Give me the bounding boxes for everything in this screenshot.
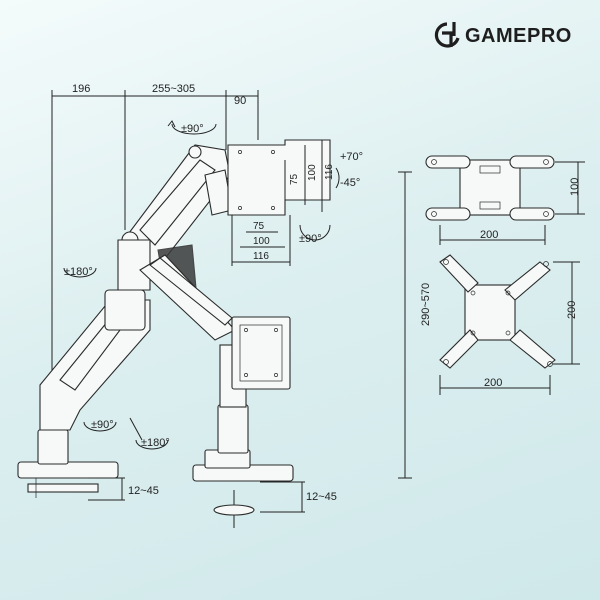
dim-plate-100-vertical: 100 [307, 164, 318, 181]
gamepro-logo-icon [434, 22, 460, 48]
dim-90: 90 [234, 95, 246, 107]
dim-196: 196 [72, 83, 90, 95]
dim-plate-116-horizontal: 116 [253, 251, 269, 262]
rotation-tilt-down: -45° [340, 177, 360, 189]
rotation-plate: ±90° [299, 233, 322, 245]
rotation-top-swivel: ±90° [181, 123, 204, 135]
top-swivel-rotation: ±90° [167, 120, 217, 135]
dim-adapter-1-height: 100 [569, 178, 581, 196]
dim-plate-100-horizontal: 100 [253, 236, 270, 247]
rotation-base-swivel: ±90° [91, 419, 114, 431]
dim-adapter-2-height: 200 [566, 301, 578, 319]
rotation-base-swivel-2: ±180° [141, 437, 170, 449]
vesa-adapter-2: 200 200 [439, 254, 580, 395]
plate-rotation: ±90° [299, 224, 331, 245]
dim-adapter-2-width: 200 [484, 377, 502, 389]
vesa-plate-top: 75 100 116 75 100 116 [227, 139, 335, 266]
dim-plate-75-horizontal: 75 [253, 221, 265, 232]
clamp-dimensions: 12~45 12~45 [88, 477, 337, 513]
dim-clamp-right: 12~45 [306, 491, 337, 503]
vesa-adapter-1: 200 100 [425, 155, 585, 245]
dim-plate-75-vertical: 75 [289, 173, 300, 185]
dim-adapter-1-width: 200 [480, 229, 498, 241]
monitor-arm-right [139, 254, 294, 528]
dim-height-range: 290~570 [420, 283, 432, 326]
dim-clamp-left: 12~45 [128, 485, 159, 497]
monitor-arm-left [17, 144, 233, 498]
rotation-arm-swivel: ±180° [64, 266, 93, 278]
rotation-tilt-up: +70° [340, 151, 363, 163]
brand-name: GAMEPRO [465, 25, 572, 47]
dim-255-305: 255~305 [152, 83, 195, 95]
brand-logo: GAMEPRO [434, 22, 572, 48]
height-dimension: 290~570 [398, 171, 432, 479]
base-swivel-rotation: ±90° ±180° [83, 417, 170, 450]
arm-swivel-rotation: ±180° [63, 266, 97, 278]
tilt-rotation: +70° -45° [335, 151, 363, 189]
dim-plate-116-vertical: 116 [324, 164, 335, 180]
